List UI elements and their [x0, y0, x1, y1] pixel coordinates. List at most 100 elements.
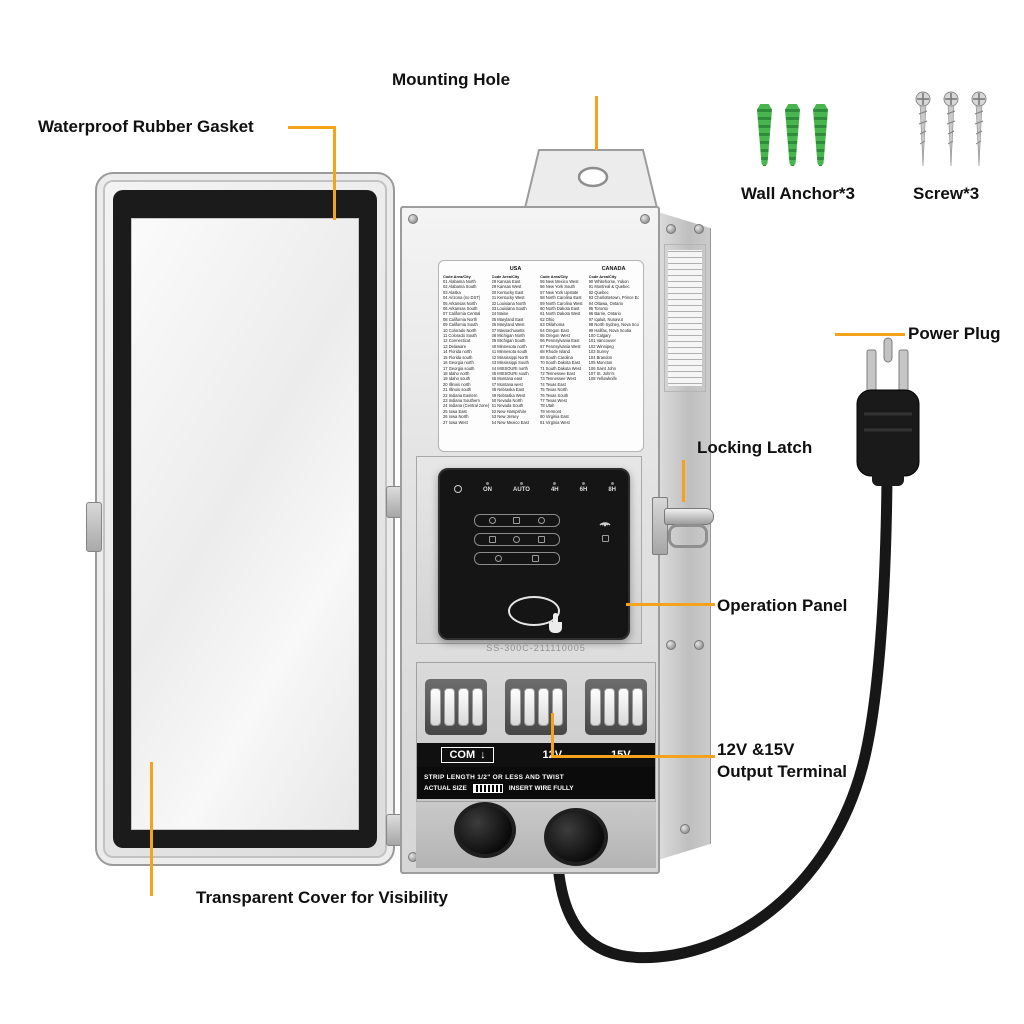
chart-row: 104 Brandon — [588, 354, 613, 360]
terminal-plunger[interactable] — [429, 688, 441, 726]
terminal-group-com[interactable] — [425, 679, 487, 735]
chart-row: 18 Idaho north — [443, 370, 470, 376]
serial-number: SS-300C-211110005 — [486, 643, 586, 653]
chart-row: 32 Louisiana North — [491, 300, 526, 306]
chart-row: 27 Iowa West — [443, 419, 468, 425]
chart-row: 101 Vancouver — [588, 338, 616, 344]
chart-row: 98 North Sydney, Nova Scotia — [588, 322, 639, 328]
output-terminal-label-line2: Output Terminal — [717, 762, 848, 781]
panel-side-icons — [598, 516, 612, 542]
chart-row: 96 Barrie, Ontario — [588, 311, 621, 317]
terminal-plunger[interactable] — [471, 688, 483, 726]
terminal-plunger[interactable] — [537, 688, 549, 726]
screw — [915, 91, 931, 167]
terminal-info-strip: STRIP LENGTH 1/2" OR LESS AND TWIST ACTU… — [417, 767, 655, 799]
chart-row: 78 Utah — [540, 403, 555, 409]
terminal-plunger[interactable] — [617, 688, 629, 726]
button-glyph — [488, 536, 496, 543]
led-label: 6H — [579, 487, 588, 493]
waterproof-gasket-label: Waterproof Rubber Gasket — [38, 117, 254, 136]
panel-button-row-3[interactable] — [474, 552, 560, 565]
terminal-plunger[interactable] — [509, 688, 521, 726]
chart-row: 90 Whitehorse, Yukon — [588, 279, 629, 284]
terminal-group-15v[interactable] — [585, 679, 647, 735]
led-4h: 4H — [551, 482, 559, 493]
terminal-plunger[interactable] — [603, 688, 615, 726]
chart-row: 97 Iqaluit, Nunavut — [588, 316, 623, 322]
com-label-box: COM ↓ — [441, 747, 494, 763]
chart-row: 46 Montana east — [491, 376, 523, 382]
terminal-plunger[interactable] — [631, 688, 643, 726]
chart-header-row: USA CANADA — [443, 266, 639, 272]
button-glyph — [513, 536, 521, 543]
touch-button[interactable] — [508, 596, 560, 626]
terminal-group-12v[interactable] — [505, 679, 567, 735]
chart-row: 07 California Central — [443, 311, 481, 317]
led-label: 4H — [550, 487, 559, 493]
wall-anchor — [785, 104, 800, 166]
chart-row: 102 Winnipeg — [588, 343, 614, 349]
chart-row: 54 New Mexico East — [491, 419, 529, 425]
chart-row: 45 MISSOURI south — [491, 370, 529, 376]
chart-row: 75 Texas North — [540, 387, 568, 393]
chart-row: 10 Colorado North — [443, 327, 477, 333]
button-glyph — [538, 536, 546, 543]
panel-button-row-2[interactable] — [474, 533, 560, 546]
terminal-plunger[interactable] — [589, 688, 601, 726]
operation-panel-leader — [626, 603, 715, 606]
panel-button-row-1[interactable] — [474, 514, 560, 527]
chart-row: 93 Charlottetown, Prince Edward Island — [588, 295, 639, 301]
chart-row: 94 Ottawa, Ontario — [588, 300, 623, 306]
canada-header: CANADA — [601, 266, 626, 272]
output-terminal-leader-h — [551, 755, 715, 758]
led-label: 8H — [608, 487, 616, 493]
chart-row: 48 Nebraska East — [491, 387, 525, 393]
wall-anchor-label: Wall Anchor*3 — [741, 184, 855, 203]
locking-latch[interactable] — [664, 508, 714, 525]
chart-row: 81 Virginia West — [540, 419, 570, 425]
output-terminal-label-line1: 12V &15V — [717, 740, 795, 759]
terminal-plunger[interactable] — [523, 688, 535, 726]
wall-anchor — [813, 104, 828, 166]
chart-row: 66 Pennsylvania East — [540, 338, 580, 344]
front-screw — [640, 214, 650, 224]
chart-row: 77 Texas West — [540, 397, 567, 403]
chart-row: 55 New Mexico West — [540, 279, 579, 284]
usa-header: USA — [509, 266, 522, 272]
chart-row: 35 Maryland East — [491, 316, 524, 322]
led-dot — [519, 482, 523, 485]
button-glyph — [495, 555, 502, 562]
transparent-cover — [86, 172, 395, 866]
chart-row: 39 Michigan South — [491, 338, 526, 344]
chart-row: 56 New York South — [540, 284, 575, 290]
chart-row: 105 Moncton — [588, 360, 613, 366]
chart-row: 25 Iowa East — [443, 408, 467, 414]
side-screw — [694, 640, 704, 650]
chart-row: 57 New York Upstate — [540, 289, 579, 295]
chart-row: 108 Yellowknife — [588, 376, 617, 382]
timezone-code-chart: USA CANADA Code Area/City 01 Alabama Nor… — [438, 260, 644, 452]
chart-row: 26 Iowa North — [443, 414, 469, 420]
cover-window — [131, 218, 359, 830]
chart-col-header: Code Area/City — [540, 274, 568, 279]
terminal-plunger[interactable] — [551, 688, 563, 726]
insert-wire-row: ACTUAL SIZE INSERT WIRE FULLY — [424, 783, 648, 793]
chart-row: 91 Montreal & Quebec — [588, 284, 630, 290]
insert-wire-text: INSERT WIRE FULLY — [508, 784, 574, 792]
wire-gauge-icon — [472, 783, 503, 793]
chart-row: 06 Arkansas South — [443, 306, 478, 312]
chart-row: 09 California South — [443, 322, 478, 328]
chart-row: 17 Georgia south — [443, 365, 475, 371]
chart-row: 67 Pennsylvania West — [540, 343, 581, 349]
chart-row: 20 Illinois north — [443, 381, 471, 387]
led-auto: AUTO — [513, 482, 530, 493]
plug-neck — [872, 468, 904, 486]
chart-row: 74 Texas East — [540, 381, 566, 387]
actual-size-text: ACTUAL SIZE — [424, 784, 467, 792]
operation-panel-label: Operation Panel — [717, 596, 848, 615]
chart-row: 80 Virginia East — [540, 414, 569, 420]
terminal-plunger[interactable] — [457, 688, 469, 726]
terminal-plunger[interactable] — [443, 688, 455, 726]
